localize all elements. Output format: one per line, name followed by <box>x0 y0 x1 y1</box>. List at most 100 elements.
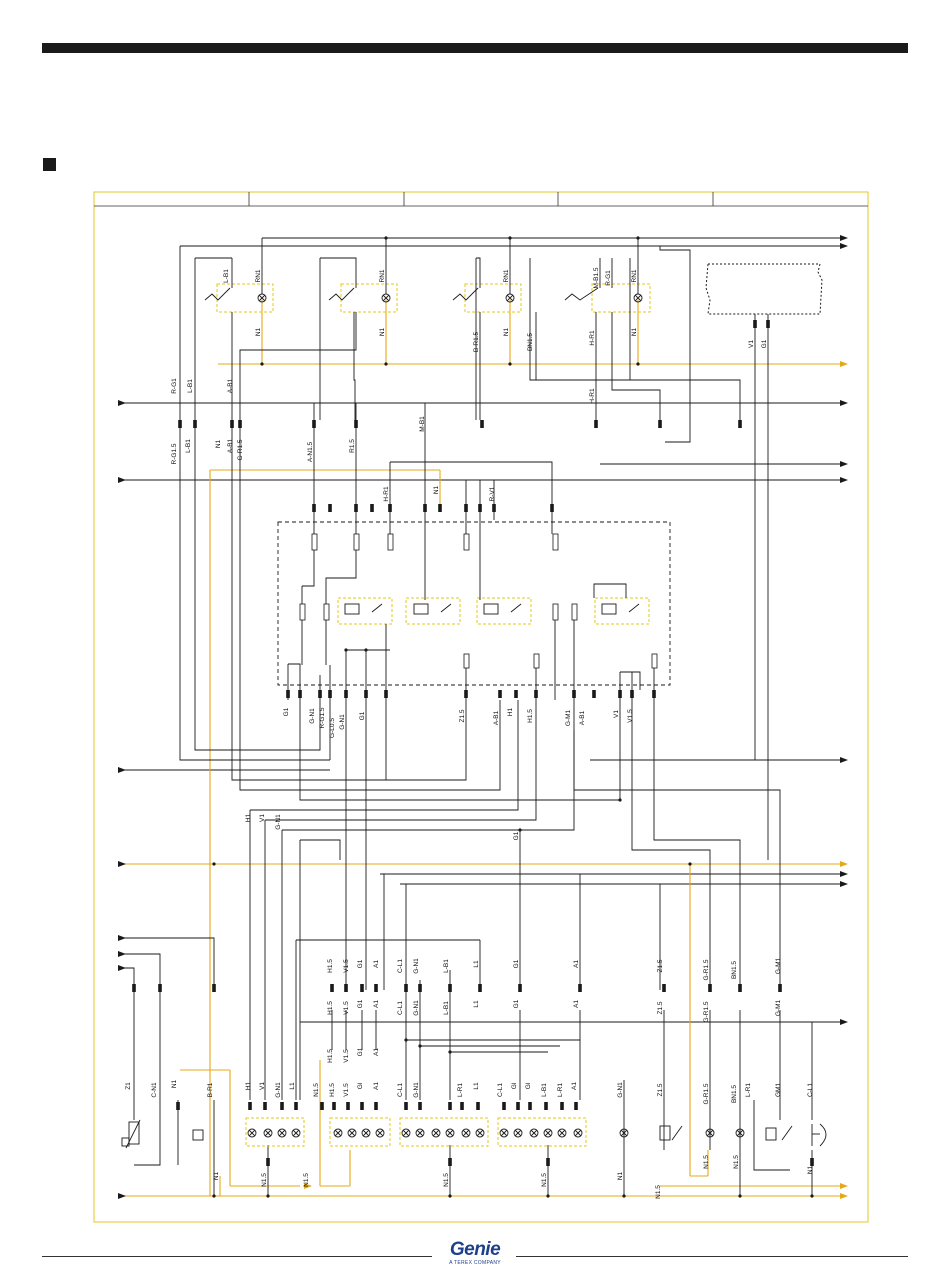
connector-pin <box>753 320 757 328</box>
connector-pin <box>560 1102 564 1110</box>
wire-label-mid-h1: H1 <box>245 813 252 822</box>
wire-label-g-n15d: N1.5 <box>541 1173 548 1187</box>
connector-pin <box>178 420 182 428</box>
wire-label-e-cl1: C-L1 <box>397 1083 404 1097</box>
connector-pin <box>594 420 598 428</box>
wire-label-e-gl2: Gl <box>511 1082 518 1089</box>
connector-pin <box>658 420 662 428</box>
section-marker-square <box>43 158 56 171</box>
wire-label-e-gl: Gl <box>357 1082 364 1089</box>
connector-pin <box>374 984 378 992</box>
wire-label-rg1-a: R-G1 <box>171 378 178 394</box>
connector-pin <box>404 1102 408 1110</box>
wire-label-hr1-c: H-R1 <box>383 486 390 502</box>
connector-pin <box>464 690 468 698</box>
wire-label-m-ab1b: A-B1 <box>579 710 586 725</box>
module-box <box>705 263 823 315</box>
connector-pin <box>364 690 368 698</box>
connector-pin <box>286 690 290 698</box>
connector-pin <box>778 984 782 992</box>
connector-pin <box>514 690 518 698</box>
lamp-icon <box>415 1128 425 1138</box>
wire-label-c-gm1: G-M1 <box>775 999 782 1016</box>
wire-label-n1-c: N1 <box>433 485 440 494</box>
connector-pin <box>158 984 162 992</box>
wire-label-e-cl1b: C-L1 <box>497 1083 504 1097</box>
brand-logo: Genie A TEREX COMPANY <box>440 1240 510 1267</box>
connector-pin <box>418 1102 422 1110</box>
wire-label-g-n1a: N1 <box>213 1171 220 1180</box>
wire-label-e-l1b: L1 <box>473 1082 480 1090</box>
connector-pin <box>360 1102 364 1110</box>
wire-label-bn15: BN1.5 <box>527 333 534 351</box>
wire-label-e-v1: V1 <box>259 1082 266 1090</box>
lamp-icon <box>461 1128 471 1138</box>
connector-pin <box>652 690 656 698</box>
wire-label-e-n15: N1.5 <box>313 1083 320 1097</box>
wire-label-e-gn1c: G-N1 <box>617 1082 624 1098</box>
wire-label-m-ab1: A-B1 <box>493 710 500 725</box>
wire-label-n1-4: N1 <box>631 327 638 336</box>
wire-label-e-n1: N1 <box>171 1079 178 1088</box>
wire-label-c-g1b: G1 <box>513 999 520 1008</box>
wire-label-e-lr1: L-R1 <box>457 1083 464 1097</box>
connector-pin <box>518 984 522 992</box>
connector-pin <box>320 1102 324 1110</box>
wire-label-c-gr15: G-R1.5 <box>703 1001 710 1022</box>
connector-pin <box>374 1102 378 1110</box>
logo-tagline: A TEREX COMPANY <box>449 1260 501 1266</box>
wire-label-m-gl05: G-L0.5 <box>329 718 336 738</box>
wire-label-c-lb1: L-B1 <box>443 1001 450 1015</box>
wire-label-g-n15c: N1.5 <box>443 1173 450 1187</box>
connector-pin <box>193 420 197 428</box>
connector-pin <box>423 504 427 512</box>
lamp-icon <box>705 1128 715 1138</box>
wire-label-d-v15: V1.5 <box>343 1049 350 1063</box>
wire-label-e-bn15: BN1.5 <box>731 1085 738 1103</box>
top-switch-groups <box>179 238 741 443</box>
wire-label-e-lr1b: L-R1 <box>557 1083 564 1097</box>
connector-pin <box>448 1102 452 1110</box>
connector-pin <box>332 1102 336 1110</box>
module-wiring <box>287 403 655 700</box>
wire-label-rg15: R-G1.5 <box>171 443 178 464</box>
lamp-icon <box>333 1128 343 1138</box>
relay-coil-icon <box>337 597 650 625</box>
connector-pin <box>354 504 358 512</box>
connector-pin <box>546 1158 550 1166</box>
wire-label-m-g1: G1 <box>283 707 290 716</box>
connector-pin <box>738 420 742 428</box>
wire-label-d-a1: A1 <box>373 1048 380 1056</box>
wire-label-b-gr15a: G-R1.5 <box>703 959 710 980</box>
lamp-icon <box>735 1128 745 1138</box>
wire-label-e-lr1c: L-R1 <box>745 1083 752 1097</box>
wire-label-e-br1: B-R1 <box>207 1082 214 1097</box>
wire-label-c-h15: H1.5 <box>327 1001 334 1015</box>
connector-pin <box>578 984 582 992</box>
junction-dots <box>212 236 814 1198</box>
connector-pin <box>248 1102 252 1110</box>
wire-label-b-lb1a: L-B1 <box>443 959 450 973</box>
ground-arrow-icon <box>304 361 848 1199</box>
connector-pin <box>766 320 770 328</box>
wire-label-gr15: G-R1.5 <box>237 439 244 460</box>
wire-label-d-h15: H1.5 <box>327 1049 334 1063</box>
connector-pin <box>266 1158 270 1166</box>
connector-pin <box>618 690 622 698</box>
wire-label-mid-v1: V1 <box>259 814 266 822</box>
wire-label-c-z15: Z1.5 <box>657 1001 664 1014</box>
connector-pin <box>354 420 358 428</box>
connector-pin <box>544 1102 548 1110</box>
wire-label-ab1-b: A-B1 <box>227 438 234 453</box>
wire-label-c-a1b: A1 <box>573 1000 580 1008</box>
wire-label-c-cl1: C-L1 <box>397 1001 404 1015</box>
lamp-icon <box>557 1128 567 1138</box>
wire-label-d-g1: G1 <box>357 1047 364 1056</box>
device-symbols <box>121 1119 827 1149</box>
lamp-icon <box>513 1128 523 1138</box>
schematic-border <box>93 191 869 1223</box>
lamp-icon <box>619 1128 629 1138</box>
connector-pin <box>344 690 348 698</box>
wire-label-b-gm1a: G-M1 <box>775 957 782 974</box>
